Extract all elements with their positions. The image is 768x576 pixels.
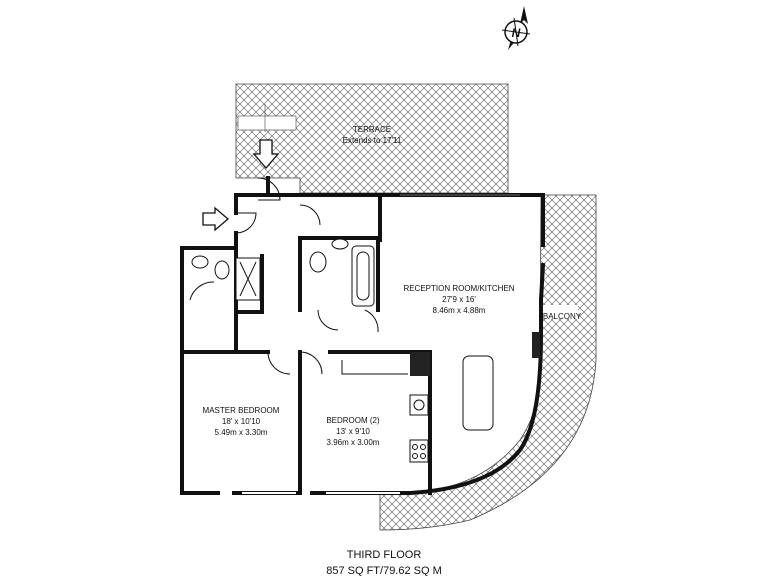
bathroom-fixtures xyxy=(191,238,375,307)
area-label: 857 SQ FT/79.62 SQ M xyxy=(326,565,442,576)
bedroom2-imperial: 13' x 9'10 xyxy=(336,427,370,436)
balcony-label: BALCONY xyxy=(543,312,582,321)
master-bedroom-label: MASTER BEDROOM xyxy=(203,406,280,415)
terrace-label: TERRACE xyxy=(353,125,391,134)
master-bedroom-metric: 5.49m x 3.30m xyxy=(215,428,268,437)
windows xyxy=(242,194,520,494)
bedroom2-label: BEDROOM (2) xyxy=(326,416,380,425)
floor-label: THIRD FLOOR xyxy=(347,549,422,561)
reception-metric: 8.46m x 4.88m xyxy=(433,306,486,315)
terrace-note: Extends to 17'11 xyxy=(343,136,402,145)
door-swings xyxy=(189,177,379,375)
compass-icon: N xyxy=(501,6,531,50)
kitchen-units xyxy=(341,332,540,463)
master-bedroom-imperial: 18' x 10'10 xyxy=(222,417,261,426)
entrance-arrow-icon xyxy=(202,206,230,232)
bedroom2-metric: 3.96m x 3.00m xyxy=(327,438,380,447)
terrace-arrow-icon xyxy=(252,139,280,169)
reception-imperial: 27'9 x 16' xyxy=(442,295,476,304)
compass-letter: N xyxy=(512,26,521,40)
reception-label: RECEPTION ROOM/KITCHEN xyxy=(403,284,514,293)
